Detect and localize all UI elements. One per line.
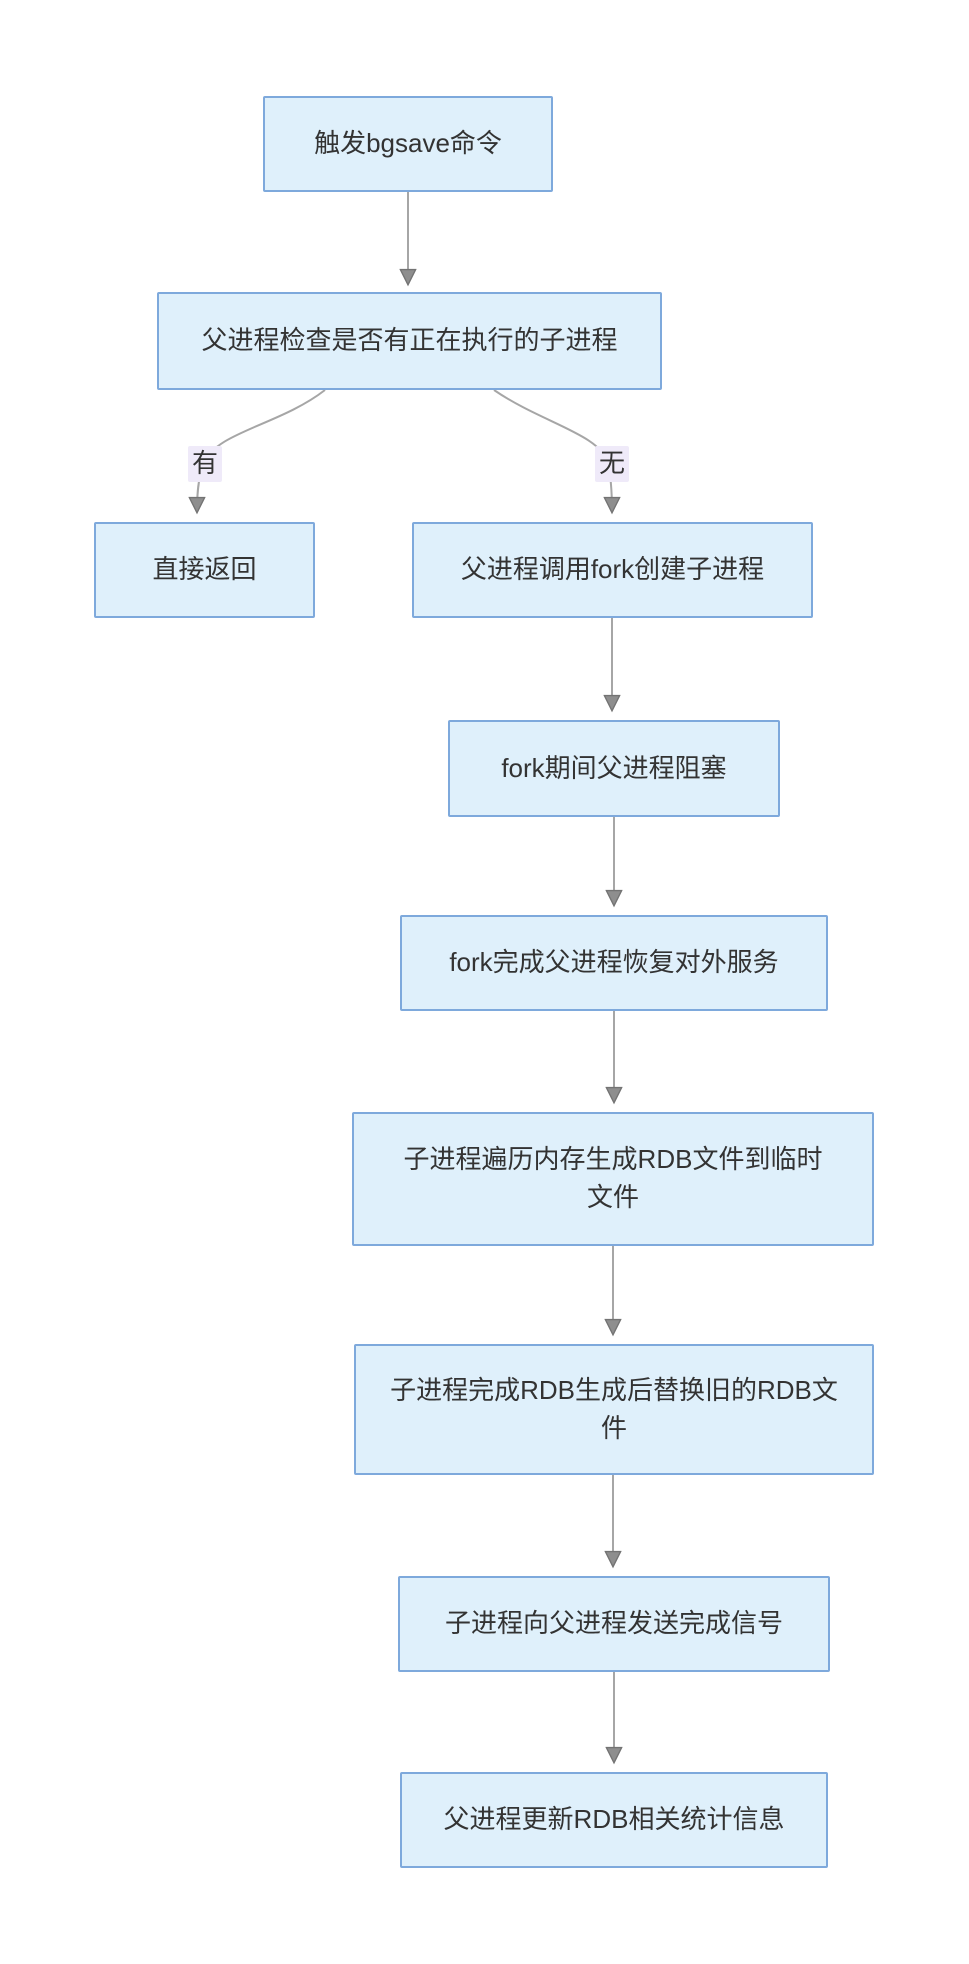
node-resume: fork完成父进程恢复对外服务 bbox=[400, 915, 828, 1011]
node-label: fork完成父进程恢复对外服务 bbox=[449, 947, 779, 978]
node-label: 触发bgsave命令 bbox=[314, 128, 502, 159]
node-label: 直接返回 bbox=[152, 554, 257, 585]
node-generate: 子进程遍历内存生成RDB文件到临时 文件 bbox=[352, 1112, 874, 1246]
node-signal: 子进程向父进程发送完成信号 bbox=[398, 1576, 830, 1672]
node-label: fork期间父进程阻塞 bbox=[501, 752, 727, 783]
edge-label-check-to-fork: 无 bbox=[594, 446, 630, 482]
node-label: 子进程完成RDB生成后替换旧的RDB文 件 bbox=[390, 1374, 838, 1443]
node-trigger: 触发bgsave命令 bbox=[263, 96, 553, 192]
node-replace: 子进程完成RDB生成后替换旧的RDB文 件 bbox=[354, 1344, 874, 1475]
node-block: fork期间父进程阻塞 bbox=[448, 720, 780, 817]
node-return: 直接返回 bbox=[94, 522, 315, 618]
node-check: 父进程检查是否有正在执行的子进程 bbox=[157, 292, 662, 390]
node-label: 父进程更新RDB相关统计信息 bbox=[443, 1804, 785, 1835]
node-stats: 父进程更新RDB相关统计信息 bbox=[400, 1772, 828, 1868]
node-label: 父进程检查是否有正在执行的子进程 bbox=[201, 325, 618, 356]
node-label: 子进程遍历内存生成RDB文件到临时 文件 bbox=[403, 1144, 823, 1212]
node-fork: 父进程调用fork创建子进程 bbox=[412, 522, 813, 618]
node-label: 子进程向父进程发送完成信号 bbox=[444, 1608, 783, 1639]
edge-label-check-to-return: 有 bbox=[187, 446, 223, 482]
node-label: 父进程调用fork创建子进程 bbox=[460, 554, 765, 585]
